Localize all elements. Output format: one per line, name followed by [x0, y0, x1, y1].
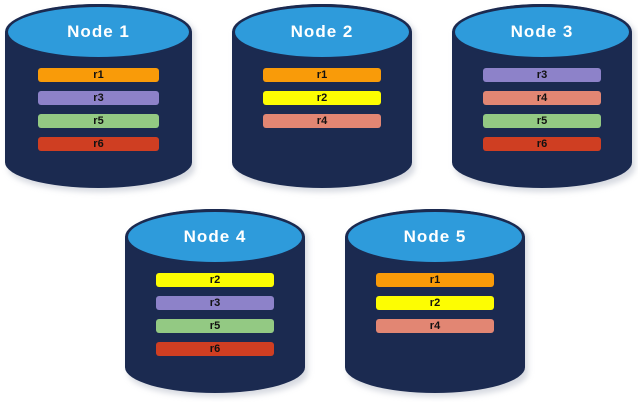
replica-list: r1 r2 r4	[376, 273, 494, 333]
cylinder-top-ellipse	[345, 209, 525, 265]
cylinder-top-ellipse	[232, 4, 412, 60]
cylinder-top-ellipse	[5, 4, 192, 60]
replica-bar-r5[interactable]: r5	[156, 319, 274, 333]
replica-bar-r6[interactable]: r6	[38, 137, 159, 151]
replica-bar-r1[interactable]: r1	[376, 273, 494, 287]
replica-bar-r3[interactable]: r3	[156, 296, 274, 310]
replica-bar-r1[interactable]: r1	[263, 68, 381, 82]
replica-bar-r2[interactable]: r2	[263, 91, 381, 105]
cylinder-top-ellipse	[452, 4, 632, 60]
replica-bar-r2[interactable]: r2	[376, 296, 494, 310]
replica-bar-r2[interactable]: r2	[156, 273, 274, 287]
replica-bar-r6[interactable]: r6	[483, 137, 601, 151]
replica-bar-r1[interactable]: r1	[38, 68, 159, 82]
replica-bar-r4[interactable]: r4	[376, 319, 494, 333]
replica-list: r1 r2 r4	[263, 68, 381, 128]
replica-bar-r3[interactable]: r3	[38, 91, 159, 105]
cylinder-top-ellipse	[125, 209, 305, 265]
replica-bar-r3[interactable]: r3	[483, 68, 601, 82]
replica-bar-r6[interactable]: r6	[156, 342, 274, 356]
replica-list: r1 r3 r5 r6	[38, 68, 159, 151]
replica-bar-r5[interactable]: r5	[483, 114, 601, 128]
replica-list: r2 r3 r5 r6	[156, 273, 274, 356]
replica-list: r3 r4 r5 r6	[483, 68, 601, 151]
replica-bar-r5[interactable]: r5	[38, 114, 159, 128]
replica-bar-r4[interactable]: r4	[483, 91, 601, 105]
replica-bar-r4[interactable]: r4	[263, 114, 381, 128]
